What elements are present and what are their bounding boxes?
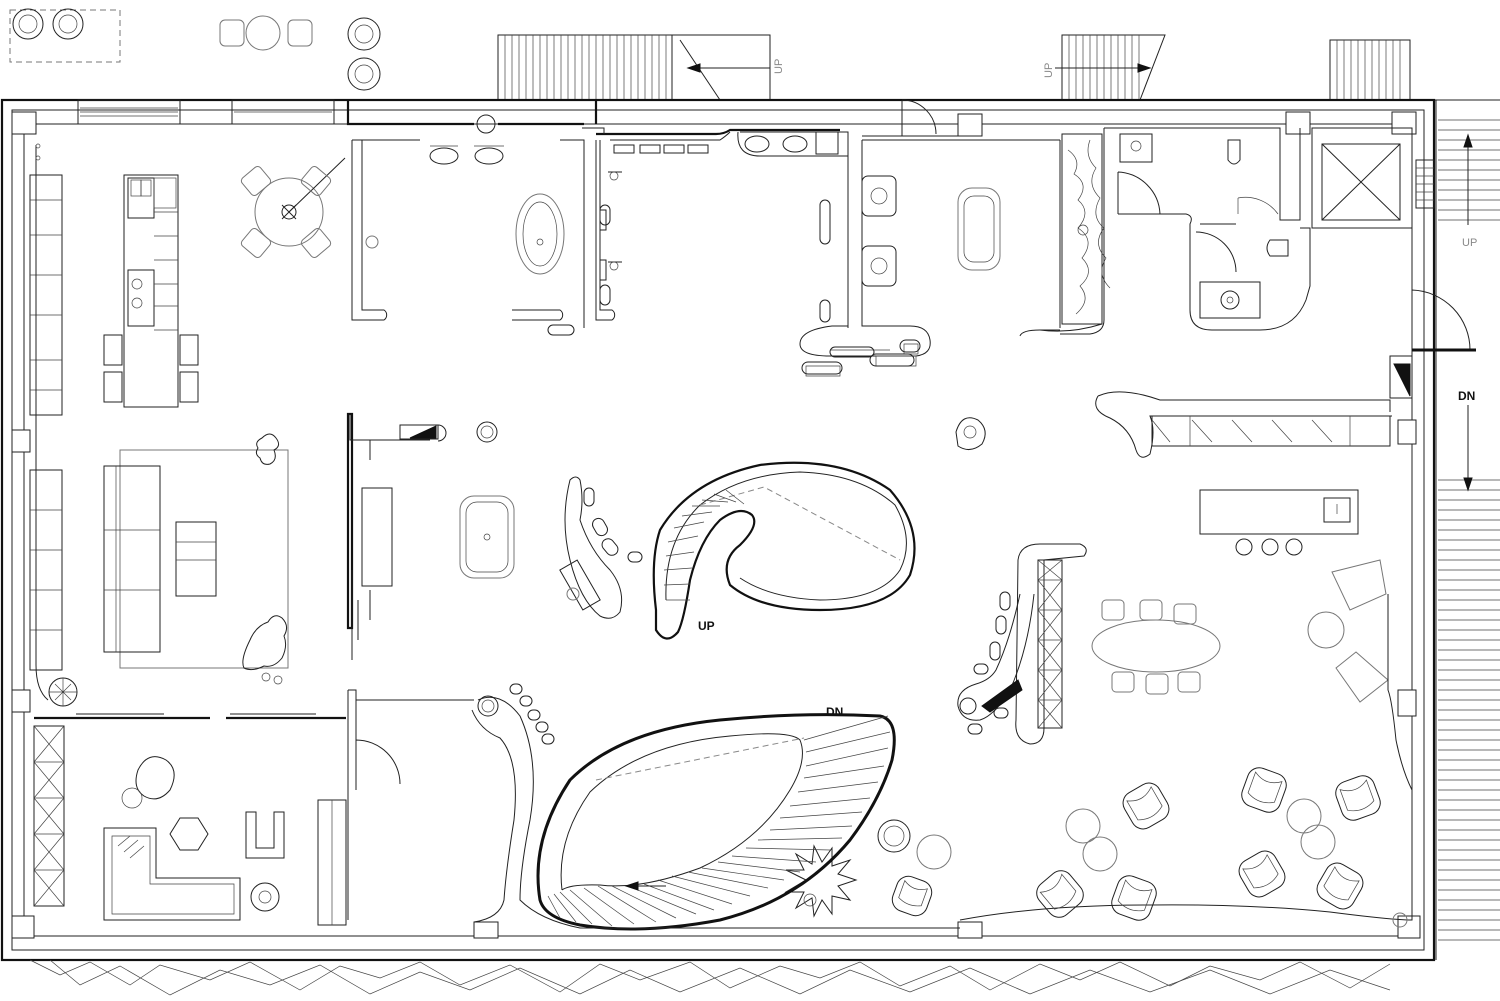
dining-table-round	[240, 157, 346, 259]
external-stair-top-left: UP	[497, 34, 785, 101]
bar-counter-right	[957, 543, 1087, 745]
kitchen-island	[103, 174, 199, 408]
terrain-edge	[29, 959, 1391, 996]
stair-label-up-2: UP	[1043, 63, 1055, 78]
plant-bottom	[784, 844, 858, 918]
bath-block-center	[582, 100, 849, 328]
stair-label-up-3: UP	[1462, 237, 1477, 249]
external-stair-top-center: UP	[1043, 34, 1166, 101]
spiral-stair-down-label: DN	[826, 705, 843, 719]
dining-table-oval	[1091, 599, 1221, 695]
upper-right-partition	[1095, 355, 1413, 458]
center-columns	[955, 417, 986, 450]
bath-block-left	[346, 100, 585, 336]
right-lounge-chairs	[1307, 559, 1413, 791]
bath-block-center-right	[799, 133, 1111, 377]
elevator-shaft	[1311, 127, 1476, 352]
stair-label-up-1: UP	[773, 59, 785, 74]
spiral-stair-down: DN	[536, 705, 896, 931]
living-area-sofa	[103, 433, 289, 685]
bath-block-right	[1060, 127, 1311, 335]
stair-label-dn-1: DN	[1458, 389, 1475, 403]
center-left-partition	[346, 412, 515, 660]
top-terrace	[9, 8, 381, 91]
left-partitions	[33, 713, 347, 926]
external-stair-right: UP DN	[1435, 99, 1500, 960]
curved-partition-center	[559, 476, 643, 619]
curved-wall-lower-left	[347, 683, 960, 929]
right-kitchen-island	[1199, 489, 1359, 556]
plant-left	[48, 677, 78, 707]
spiral-stair-up-label: UP	[698, 619, 715, 633]
left-bench-units	[29, 143, 63, 701]
external-stair-top-right	[1329, 39, 1411, 100]
outer-walls	[0, 98, 1436, 962]
spiral-stair-up: UP	[652, 461, 916, 640]
bottom-left-lounge	[103, 756, 285, 921]
lower-right-lounge	[877, 767, 1413, 928]
